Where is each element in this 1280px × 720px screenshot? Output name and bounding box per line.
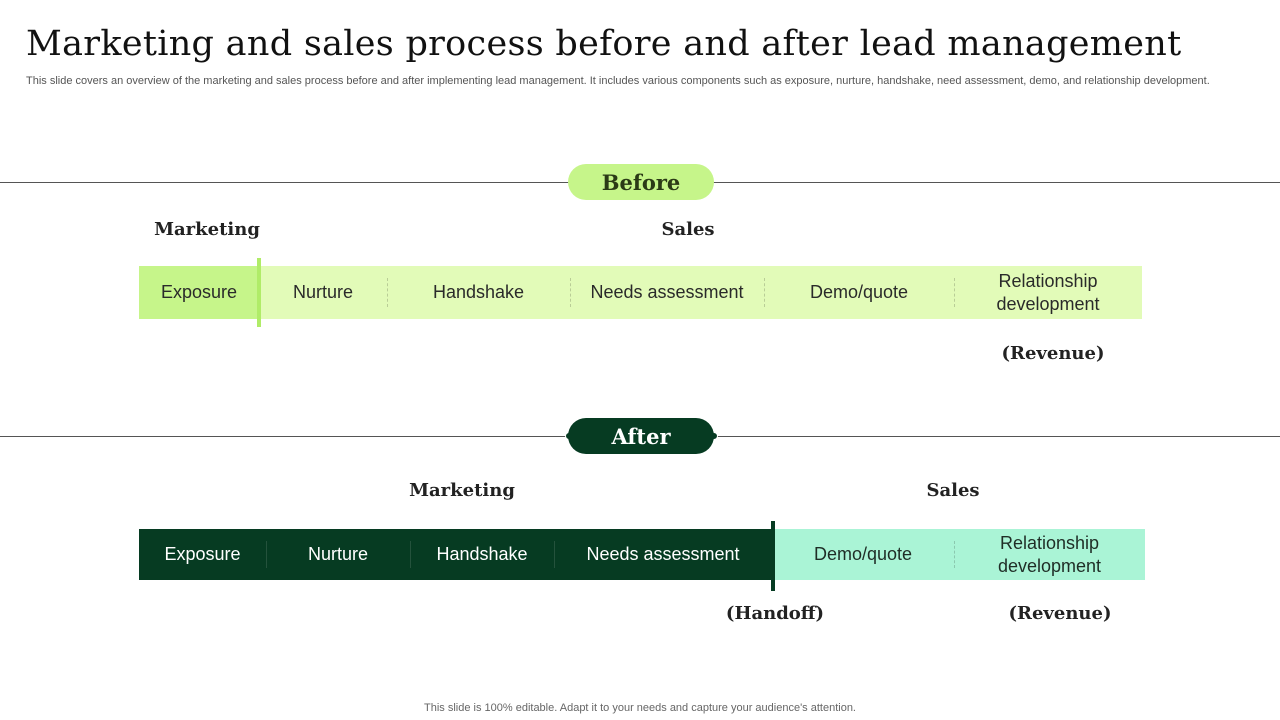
after-step-relationship-development: Relationship development [954, 529, 1145, 580]
after-revenue-note: (Revenue) [1008, 603, 1112, 624]
before-step-needs-assessment: Needs assessment [570, 266, 764, 319]
after-sales-label: Sales [926, 480, 980, 501]
after-handoff-divider [771, 521, 775, 591]
before-handoff-divider [257, 258, 261, 327]
after-process-bar: Exposure Nurture Handshake Needs assessm… [139, 529, 1145, 580]
after-step-handshake: Handshake [410, 529, 554, 580]
before-step-handshake: Handshake [387, 266, 570, 319]
before-revenue-note: (Revenue) [1001, 343, 1105, 364]
slide-title: Marketing and sales process before and a… [26, 24, 1182, 64]
before-step-demo-quote: Demo/quote [764, 266, 954, 319]
before-pill: Before [568, 164, 714, 200]
after-pill: After [568, 418, 714, 454]
before-step-relationship-development: Relationship development [954, 266, 1142, 319]
after-marketing-label: Marketing [409, 480, 515, 501]
after-step-needs-assessment: Needs assessment [554, 529, 772, 580]
slide-subtitle: This slide covers an overview of the mar… [26, 75, 1210, 87]
after-step-nurture: Nurture [266, 529, 410, 580]
before-process-bar: Exposure Nurture Handshake Needs assessm… [139, 266, 1142, 319]
before-step-nurture: Nurture [259, 266, 387, 319]
slide-footer: This slide is 100% editable. Adapt it to… [424, 702, 856, 714]
before-marketing-label: Marketing [154, 219, 260, 240]
after-step-exposure: Exposure [139, 529, 266, 580]
before-sales-label: Sales [661, 219, 715, 240]
before-step-exposure: Exposure [139, 266, 259, 319]
after-step-demo-quote: Demo/quote [772, 529, 954, 580]
after-handoff-note: (Handoff) [725, 603, 825, 624]
